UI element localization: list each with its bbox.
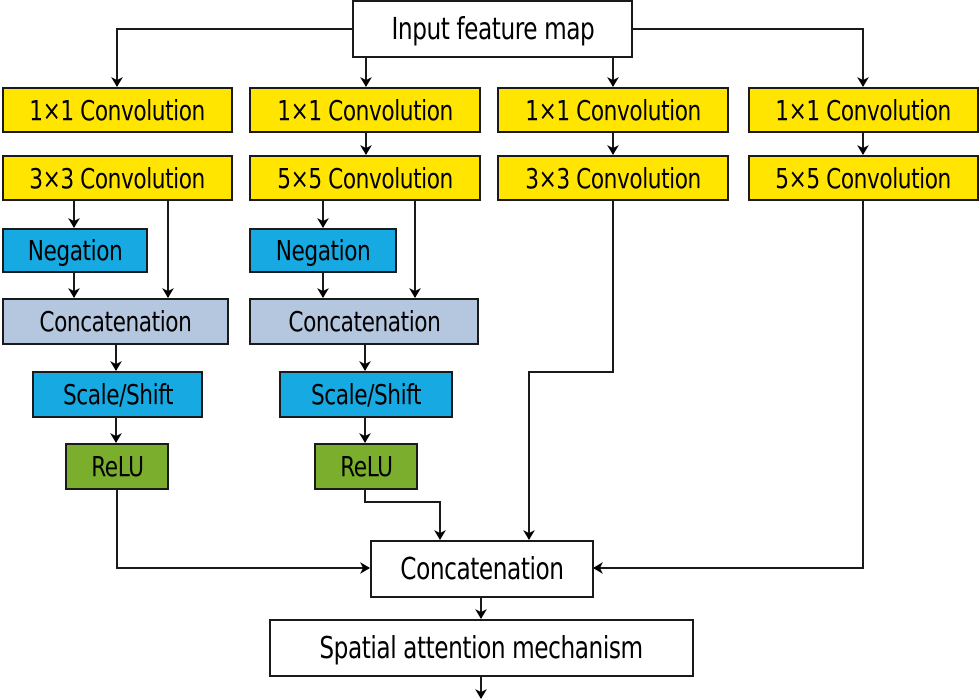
branch1-scale-shift-label: Scale/Shift xyxy=(62,378,173,411)
branch4-conv5x5-node: 5×5 Convolution xyxy=(748,155,979,201)
branch2-scale-shift-node: Scale/Shift xyxy=(279,371,453,418)
branch1-conv1x1-label: 1×1 Convolution xyxy=(29,93,206,127)
branch3-conv3x3-label: 3×3 Convolution xyxy=(525,161,701,195)
input-feature-map-node: Input feature map xyxy=(352,0,633,58)
branch2-scale-shift-label: Scale/Shift xyxy=(310,378,422,411)
input-feature-map-label: Input feature map xyxy=(391,11,594,47)
branch1-relu-node: ReLU xyxy=(65,443,169,490)
branch2-relu-node: ReLU xyxy=(314,443,418,490)
spatial-attention-label: Spatial attention mechanism xyxy=(319,630,644,666)
branch3-conv1x1-node: 1×1 Convolution xyxy=(497,87,729,133)
branch2-negation-node: Negation xyxy=(249,228,397,273)
branch1-negation-node: Negation xyxy=(2,228,148,273)
branch2-conv1x1-label: 1×1 Convolution xyxy=(277,93,453,127)
branch1-concat-node: Concatenation xyxy=(2,298,229,345)
branch2-concat-label: Concatenation xyxy=(287,305,441,338)
branch4-conv1x1-label: 1×1 Convolution xyxy=(775,93,952,127)
branch2-negation-label: Negation xyxy=(275,234,371,267)
arrow-b1-relu-merge xyxy=(116,489,370,574)
branch2-conv1x1-node: 1×1 Convolution xyxy=(249,87,481,133)
branch1-conv3x3-label: 3×3 Convolution xyxy=(29,161,206,195)
spatial-attention-node: Spatial attention mechanism xyxy=(269,619,694,677)
arrow-b2-relu-merge xyxy=(364,489,446,540)
branch4-conv5x5-label: 5×5 Convolution xyxy=(775,161,952,195)
branch2-concat-node: Concatenation xyxy=(249,298,479,345)
arrow-b3-merge xyxy=(523,200,614,540)
branch3-conv3x3-node: 3×3 Convolution xyxy=(497,155,729,201)
arrow-input-to-b4 xyxy=(632,28,869,87)
branch2-relu-label: ReLU xyxy=(339,450,393,483)
branch1-conv1x1-node: 1×1 Convolution xyxy=(2,87,233,133)
branch1-conv3x3-node: 3×3 Convolution xyxy=(2,155,233,201)
branch2-conv5x5-node: 5×5 Convolution xyxy=(249,155,481,201)
merge-concatenation-node: Concatenation xyxy=(370,540,594,598)
branch3-conv1x1-label: 1×1 Convolution xyxy=(525,93,701,127)
arrow-b4-merge xyxy=(593,200,864,574)
branch2-conv5x5-label: 5×5 Convolution xyxy=(277,161,453,195)
branch1-relu-label: ReLU xyxy=(90,450,144,483)
arrow-input-to-b1 xyxy=(111,28,352,87)
branch1-concat-label: Concatenation xyxy=(39,305,192,338)
branch4-conv1x1-node: 1×1 Convolution xyxy=(748,87,979,133)
branch1-scale-shift-node: Scale/Shift xyxy=(32,371,203,418)
branch1-negation-label: Negation xyxy=(27,234,123,267)
merge-concatenation-label: Concatenation xyxy=(400,551,564,587)
